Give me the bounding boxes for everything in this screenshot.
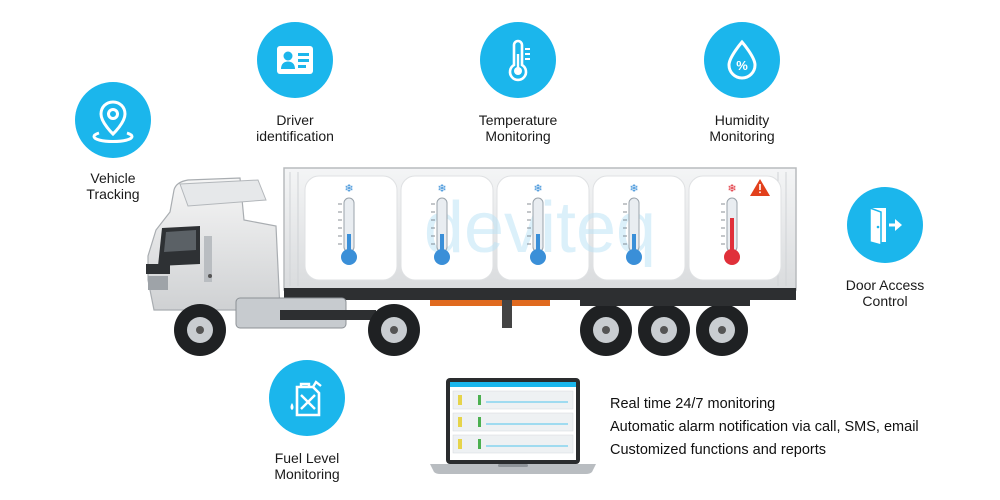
benefit-item: Automatic alarm notification via call, S… [610,419,919,435]
thermometer-alarm: ❄ [724,183,740,265]
svg-text:❄: ❄ [344,183,353,195]
thermometer-cold-3: ❄ [530,183,546,265]
benefits-list: Real time 24/7 monitoring Automatic alar… [610,393,919,462]
svg-text:❄: ❄ [629,183,638,195]
svg-text:❄: ❄ [533,183,542,195]
benefit-item: Real time 24/7 monitoring [610,396,776,412]
refrigerated-truck-illustration: deviteq ❄ ❄ ❄ ❄ ❄ [146,167,797,356]
svg-text:%: % [736,58,748,73]
warning-triangle-icon [750,179,770,196]
thermometer-icon [480,22,556,98]
benefit-item: Customized functions and reports [610,442,826,458]
thermometer-cold-1: ❄ [341,183,357,265]
door-exit-icon [847,187,923,263]
water-drop-icon: % [704,22,780,98]
location-pin-icon [75,82,151,158]
fuel-can-icon [269,360,345,436]
thermometer-cold-4: ❄ [626,183,642,265]
id-card-icon [257,22,333,98]
thermometer-cold-2: ❄ [434,183,450,265]
wheels [174,304,748,356]
svg-text:❄: ❄ [437,183,446,195]
svg-text:❄: ❄ [727,183,736,195]
tractor-cab [146,177,281,311]
laptop-dashboard-illustration [430,378,596,474]
